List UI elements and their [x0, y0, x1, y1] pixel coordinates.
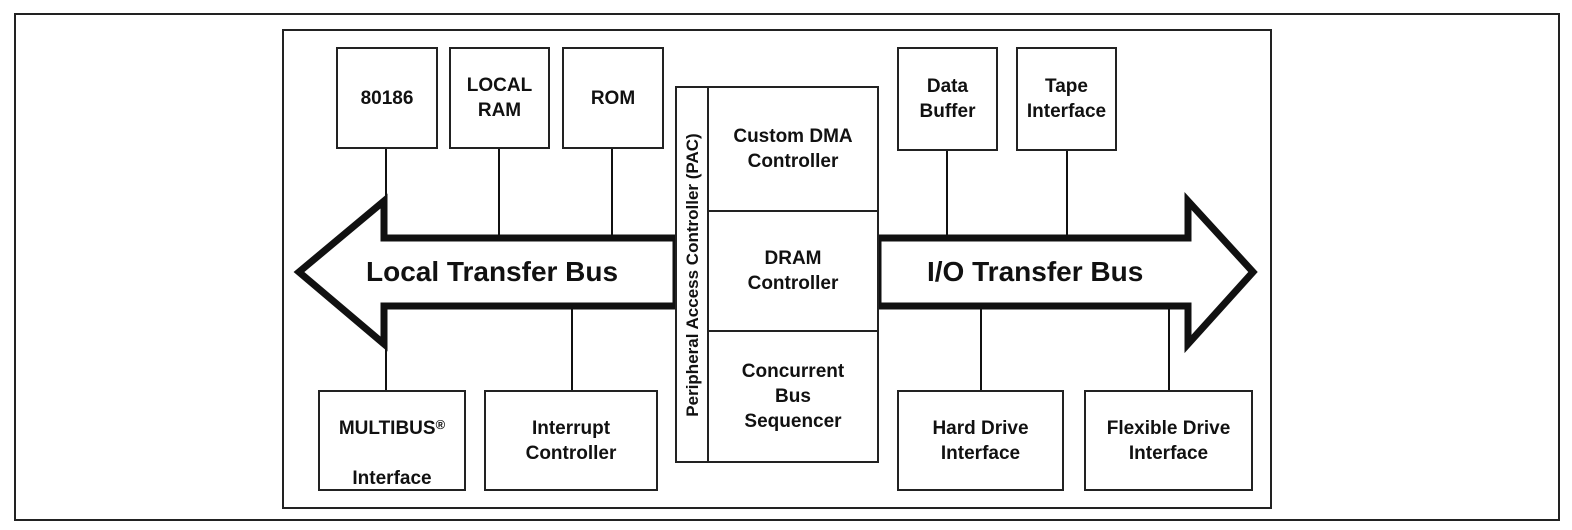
pac-side-panel: Peripheral Access Controller (PAC) — [677, 88, 709, 461]
box-rom: ROM — [562, 47, 664, 149]
pac-custom-dma-controller: Custom DMA Controller — [733, 126, 853, 172]
pac-side-label: Peripheral Access Controller (PAC) — [683, 132, 702, 417]
local-bus-arrow — [293, 193, 680, 352]
box-data-buffer: Data Buffer — [897, 47, 998, 151]
pac-block: Peripheral Access Controller (PAC) Custo… — [675, 86, 879, 463]
box-local-ram: LOCAL RAM — [449, 47, 550, 149]
multibus-sub-label: Interface — [352, 467, 432, 489]
outer-frame — [14, 13, 1560, 521]
diagram-frame — [282, 29, 1272, 509]
io-bus-label: I/O Transfer Bus — [927, 256, 1144, 287]
pac-dram-controller: DRAM Controller — [709, 210, 877, 330]
box-80186: 80186 — [336, 47, 438, 149]
multibus-label: MULTIBUS — [338, 417, 436, 439]
multibus-text: MULTIBUS® Interface — [339, 391, 445, 491]
box-interrupt-controller: Interrupt Controller — [484, 390, 658, 491]
io-bus-arrow — [874, 191, 1258, 354]
box-flexible-drive-interface: Flexible Drive Interface — [1084, 390, 1253, 491]
box-tape-interface: Tape Interface — [1016, 47, 1117, 151]
local-bus-label: Local Transfer Bus — [366, 256, 619, 287]
box-hard-drive-interface: Hard Drive Interface — [897, 390, 1064, 491]
pac-concurrent-bus-sequencer: Concurrent Bus Sequencer — [709, 330, 877, 461]
registered-mark: ® — [435, 416, 446, 432]
box-multibus-interface: MULTIBUS® Interface — [318, 390, 466, 491]
